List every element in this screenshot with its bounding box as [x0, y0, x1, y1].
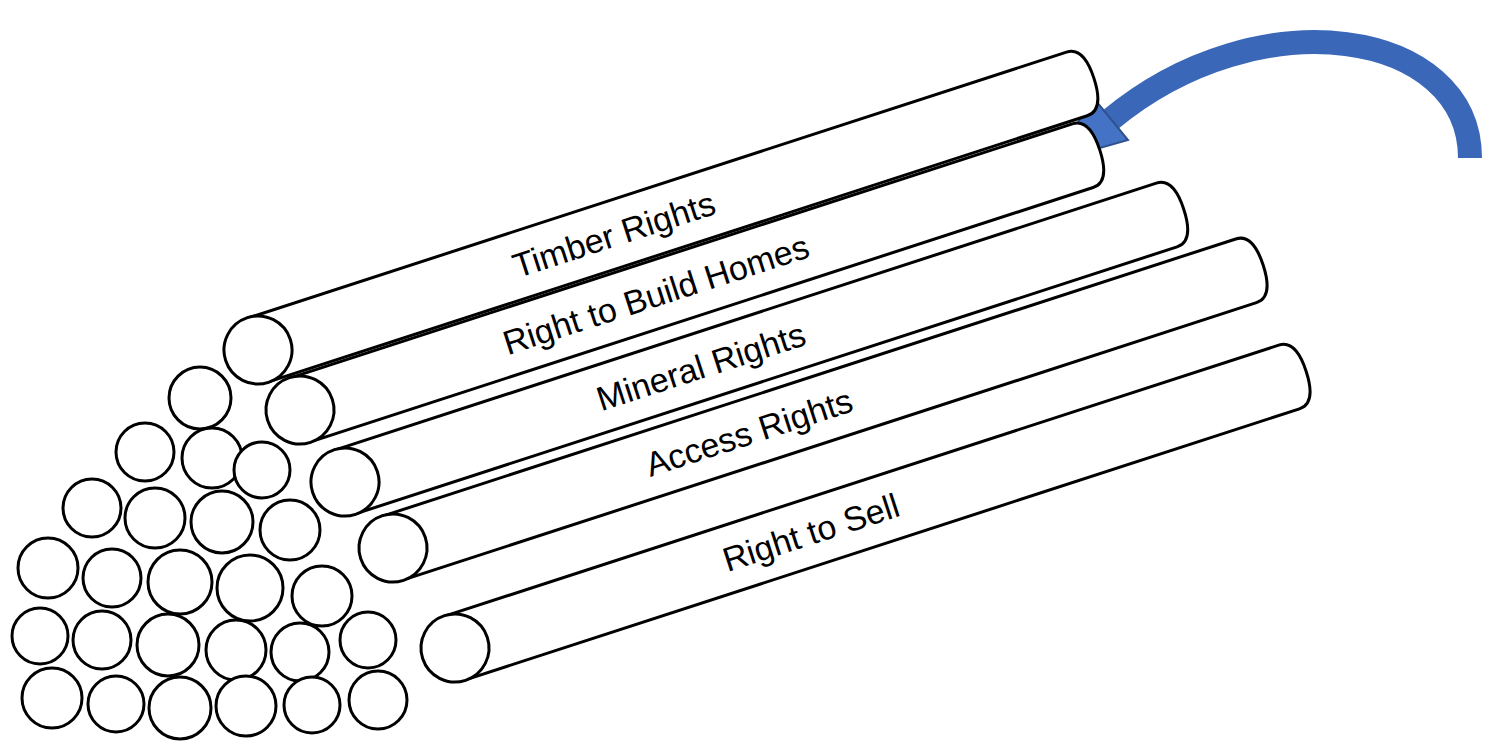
- pointer-arrow: [1058, 42, 1470, 160]
